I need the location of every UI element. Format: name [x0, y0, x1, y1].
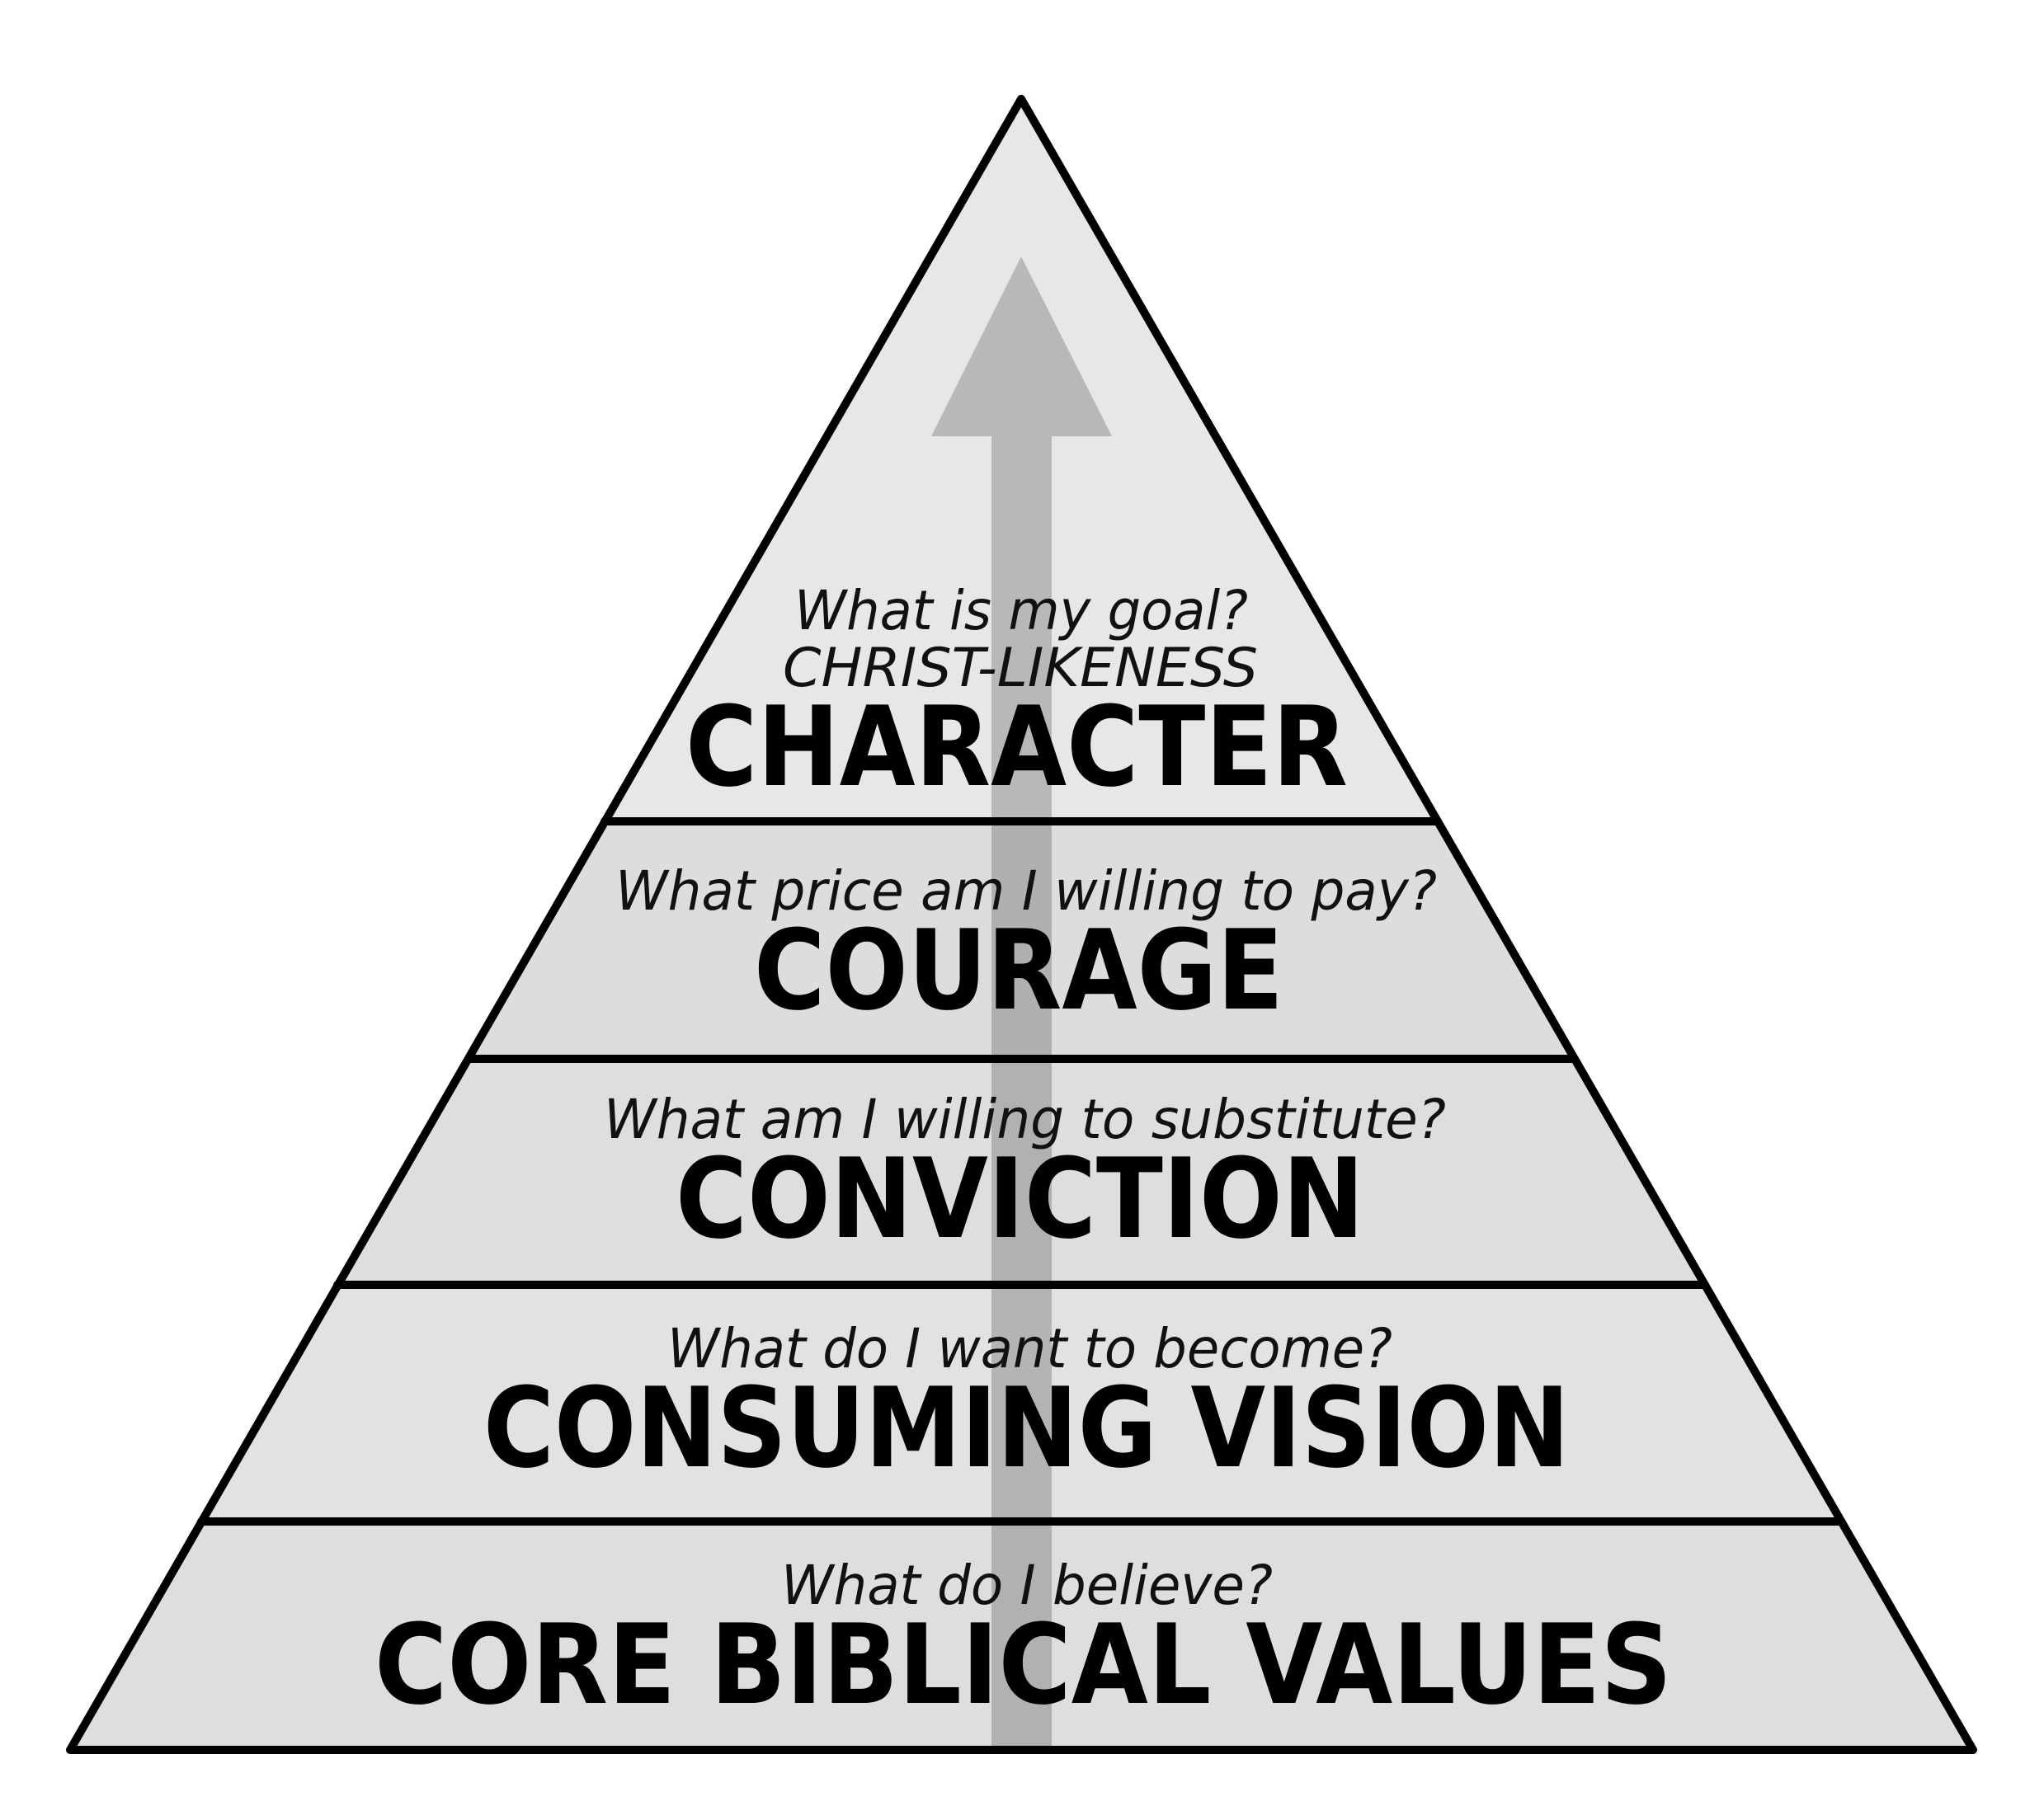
- level-courage: What price am I willing to pay? COURAGE: [615, 859, 1437, 1035]
- up-arrow-icon: [931, 256, 1112, 1750]
- level-title: CORE BIBLICAL VALUES: [374, 1601, 1672, 1729]
- level-subtitle: CHRIST-LIKENESS: [783, 637, 1258, 699]
- level-title: CHARACTER: [685, 683, 1348, 811]
- level-core-biblical-values: What do I believe? CORE BIBLICAL VALUES: [374, 1554, 1672, 1729]
- level-title: CONSUMING VISION: [483, 1364, 1570, 1493]
- level-consuming-vision: What do I want to become? CONSUMING VISI…: [483, 1317, 1570, 1493]
- level-character: What is my goal? CHRIST-LIKENESS CHARACT…: [685, 579, 1348, 811]
- level-question: What do I want to become?: [667, 1317, 1392, 1380]
- level-conviction: What am I willing to substitute? CONVICT…: [604, 1088, 1446, 1263]
- arrow-shaft: [991, 436, 1052, 1750]
- band-courage: [469, 821, 1574, 1059]
- level-question: What price am I willing to pay?: [615, 859, 1437, 923]
- pyramid-outline: [66, 95, 1977, 1754]
- band-conviction: [337, 1059, 1705, 1285]
- level-question: What am I willing to substitute?: [604, 1088, 1446, 1151]
- band-consuming-vision: [201, 1285, 1841, 1521]
- level-title: CONVICTION: [676, 1135, 1364, 1263]
- level-question: What do I believe?: [781, 1554, 1273, 1617]
- level-question: What is my goal?: [794, 579, 1248, 642]
- arrow-head: [931, 256, 1112, 436]
- band-core-biblical-values: [70, 1521, 1973, 1750]
- band-character: [605, 99, 1438, 821]
- band-dividers: [197, 817, 1845, 1526]
- level-title: COURAGE: [754, 906, 1283, 1035]
